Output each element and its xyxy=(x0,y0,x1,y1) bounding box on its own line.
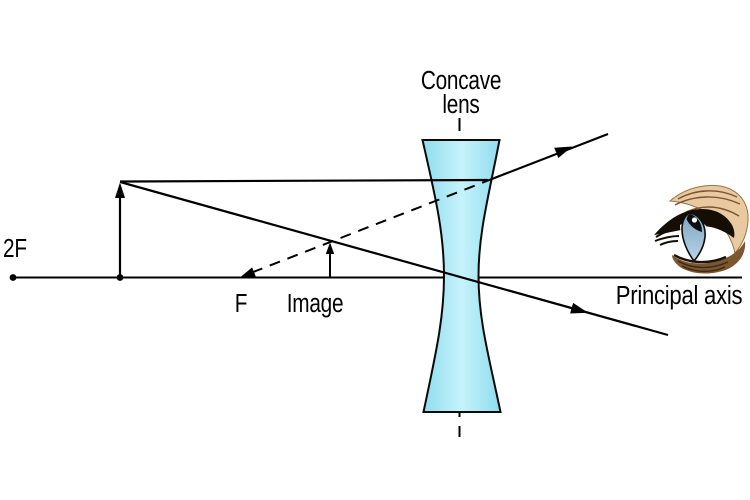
lens-label-text1: Concave xyxy=(421,66,502,95)
refracted-diverging-ray xyxy=(487,132,609,182)
lens-label-text2: lens xyxy=(442,90,479,119)
eye-brow-strokes xyxy=(674,190,741,217)
principal-axis-label: Principal axis xyxy=(616,281,743,310)
focal-point-label: F xyxy=(235,289,248,318)
image-label-text: Image xyxy=(287,289,344,318)
virtual-ray-extension-dashed xyxy=(251,179,489,274)
focal-point-label-text: F xyxy=(235,289,247,318)
concave-lens-body xyxy=(421,139,502,413)
eye-pupil xyxy=(686,214,702,232)
lens-label-line1: Concave xyxy=(421,66,502,95)
lens-label-line2: lens xyxy=(442,90,479,119)
point-2f-dot xyxy=(9,274,17,281)
object-arrow-head xyxy=(115,182,125,198)
principal-axis-label-text: Principal axis xyxy=(616,281,743,310)
two-f-label: 2F xyxy=(3,234,27,263)
image-label: Image xyxy=(287,289,344,318)
image-arrow-head xyxy=(325,242,335,254)
two-f-label-text: 2F xyxy=(3,234,27,263)
central-ray-arrow-head xyxy=(570,302,588,314)
incident-parallel-ray xyxy=(119,178,489,183)
eye-upper-lash-strands xyxy=(654,227,681,246)
eye-lower-lash-strands xyxy=(677,260,729,273)
eye-highlight xyxy=(691,217,698,223)
refracted-ray-arrow-head xyxy=(554,146,572,158)
virtual-ray-arrow-head xyxy=(240,267,256,278)
eye-lower-lash-line xyxy=(673,253,727,264)
eye-icon xyxy=(654,184,749,274)
